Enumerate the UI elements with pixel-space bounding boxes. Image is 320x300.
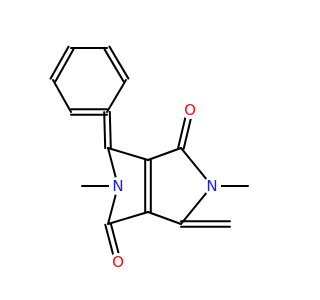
atom-label-background: [109, 253, 127, 271]
bond-line: [49, 45, 70, 80]
bond-line: [52, 79, 72, 113]
atom-nitrogen-n2: N: [203, 177, 221, 195]
atom-symbol: N: [206, 177, 217, 195]
atom-nitrogen-n1: N: [109, 177, 127, 195]
bond-layer: [49, 45, 249, 264]
bond-line: [107, 211, 149, 225]
bond-line: [54, 48, 75, 83]
bond-line: [147, 147, 182, 161]
bond-line: [108, 45, 130, 80]
bond-line: [103, 111, 107, 150]
bond-line: [106, 79, 127, 113]
atom-symbol: O: [112, 253, 124, 271]
atom-label-background: [109, 177, 127, 195]
atom-symbol: N: [112, 177, 123, 195]
bond-line: [107, 147, 149, 161]
atom-label-background: [181, 101, 199, 119]
atom-label-layer: O O N N: [109, 101, 221, 271]
atom-oxygen-o2: O: [109, 253, 127, 271]
bond-line: [103, 48, 125, 83]
atom-oxygen-o1: O: [181, 101, 199, 119]
atom-symbol: O: [184, 101, 196, 119]
molecule-structure: O O N N: [49, 45, 249, 271]
bond-line: [147, 211, 182, 225]
bond-line: [108, 110, 112, 149]
atom-label-background: [203, 177, 221, 195]
